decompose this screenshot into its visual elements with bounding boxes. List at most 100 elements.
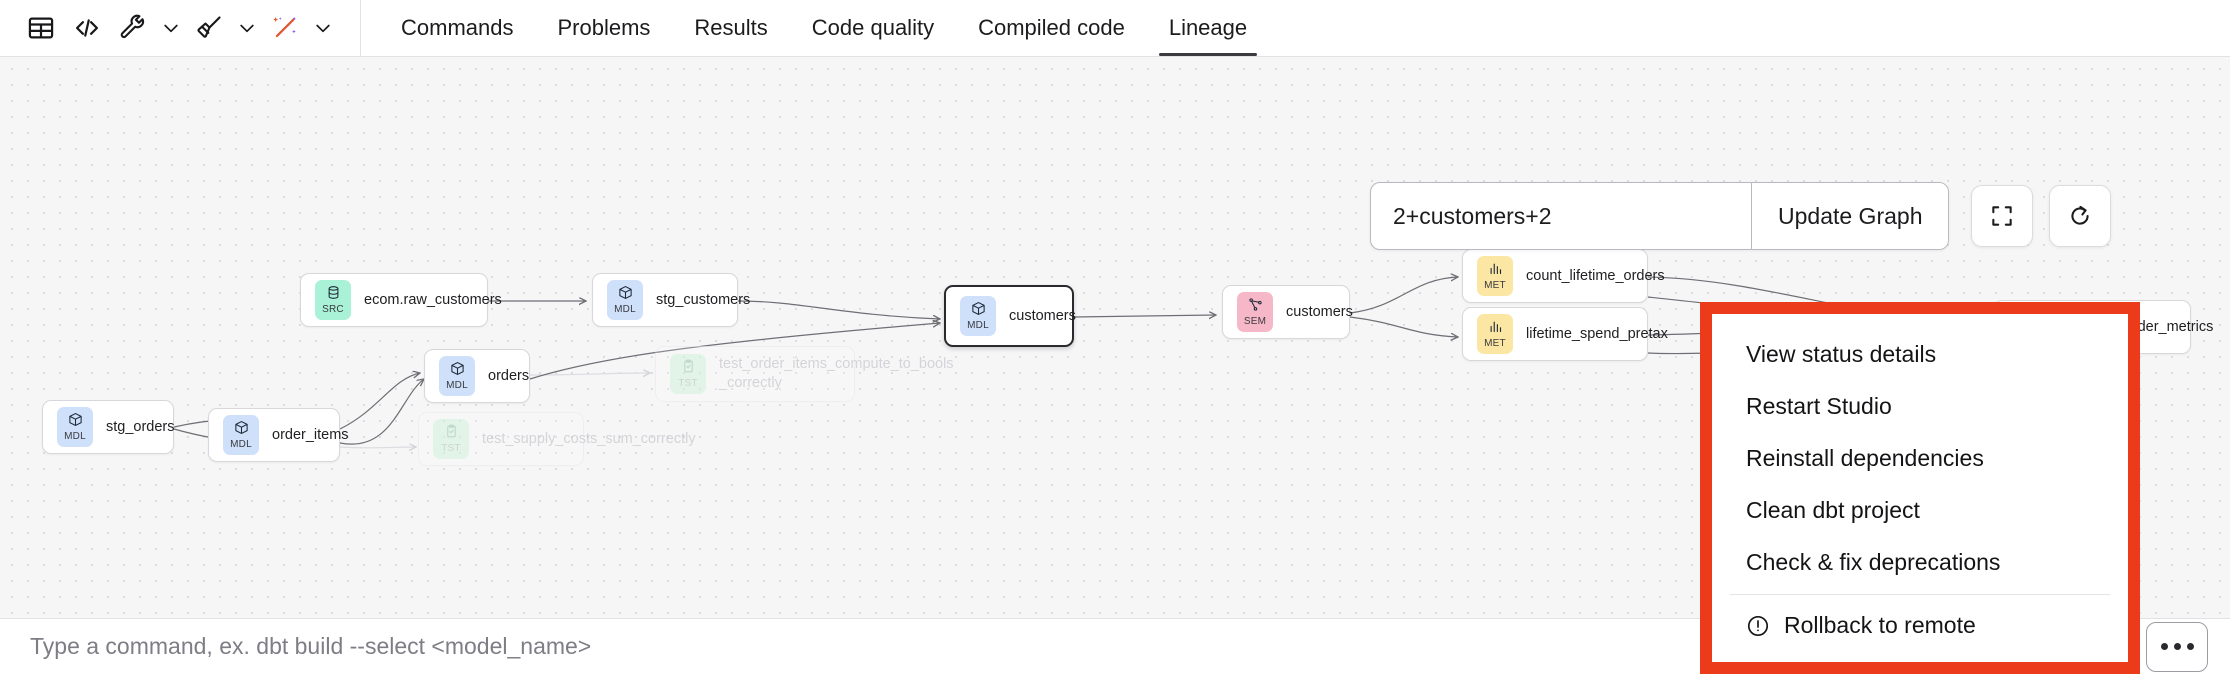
node-label: stg_orders — [106, 418, 175, 435]
database-icon — [326, 285, 341, 304]
graph-search-input[interactable] — [1371, 183, 1751, 249]
tab-problems[interactable]: Problems — [535, 0, 672, 56]
more-options-button[interactable] — [2146, 621, 2208, 672]
menu-item-clean-dbt-project[interactable]: Clean dbt project — [1712, 485, 2128, 537]
update-graph-button[interactable]: Update Graph — [1751, 183, 1949, 249]
test-icon — [444, 424, 459, 443]
node-label: count_lifetime_orders — [1526, 267, 1665, 284]
dot-icon — [2173, 643, 2181, 650]
chevron-down-icon[interactable] — [232, 5, 262, 51]
menu-item-label: Rollback to remote — [1784, 612, 1976, 639]
node-type-badge-met: MET — [1477, 314, 1513, 354]
chart-icon — [1488, 261, 1503, 280]
lineage-node-stg_customers[interactable]: MDL stg_customers — [592, 273, 750, 327]
editor-toolbar — [0, 0, 361, 57]
tab-compiled-code[interactable]: Compiled code — [956, 0, 1147, 56]
node-label: lifetime_spend_pretax — [1526, 325, 1668, 342]
node-type-label: MDL — [967, 320, 989, 331]
cube-icon — [68, 412, 83, 431]
ai-assist-menu[interactable] — [262, 5, 338, 51]
lineage-node-count_lifetime_orders[interactable]: MET count_lifetime_orders — [1462, 249, 1665, 303]
fullscreen-icon[interactable] — [1971, 185, 2034, 247]
tab-label: Code quality — [811, 15, 935, 40]
cube-icon — [450, 361, 465, 380]
format-menu[interactable] — [186, 5, 262, 51]
graph-controls: Update Graph — [1370, 182, 2112, 250]
tab-results[interactable]: Results — [672, 0, 789, 56]
lineage-edge — [339, 379, 424, 445]
node-type-badge-src: SRC — [315, 280, 351, 320]
broom-icon[interactable] — [186, 5, 232, 51]
tab-lineage[interactable]: Lineage — [1147, 0, 1269, 56]
node-type-badge-tst: TST — [670, 354, 706, 394]
node-type-label: TST — [441, 443, 461, 454]
menu-item-label: Restart Studio — [1746, 392, 1892, 419]
node-type-label: SRC — [322, 304, 344, 315]
node-label: orders — [488, 367, 530, 384]
refresh-icon[interactable] — [2049, 185, 2112, 247]
command-input[interactable] — [0, 633, 1927, 660]
node-type-badge-mdl: MDL — [223, 415, 259, 455]
tab-code-quality[interactable]: Code quality — [790, 0, 956, 56]
tab-bar: Commands Problems Results Code quality C… — [379, 0, 1269, 56]
tab-label: Compiled code — [978, 15, 1125, 40]
lineage-node-customers_mdl[interactable]: MDL customers — [944, 285, 1076, 347]
lineage-edge — [339, 373, 420, 430]
menu-item-check-fix-deprecations[interactable]: Check & fix deprecations — [1712, 537, 2128, 589]
toolbar-divider — [360, 0, 361, 57]
node-type-badge-tst: TST — [433, 419, 469, 459]
table-view-icon[interactable] — [18, 5, 64, 51]
tab-label: Commands — [401, 15, 514, 40]
dot-icon — [2160, 643, 2168, 650]
lineage-node-orders[interactable]: MDL orders — [424, 349, 530, 403]
node-type-badge-mdl: MDL — [607, 280, 643, 320]
cube-icon — [234, 420, 249, 439]
tab-commands[interactable]: Commands — [379, 0, 535, 56]
wrench-icon[interactable] — [110, 5, 156, 51]
dot-icon — [2186, 643, 2194, 650]
chart-icon — [1488, 319, 1503, 338]
menu-item-label: Reinstall dependencies — [1746, 444, 1984, 471]
code-icon[interactable] — [64, 5, 110, 51]
lineage-edge — [737, 300, 940, 319]
chevron-down-icon[interactable] — [156, 5, 186, 51]
alert-circle-icon — [1746, 614, 1770, 638]
lineage-edge — [1073, 315, 1216, 317]
menu-separator — [1730, 593, 2110, 595]
lineage-node-order_items[interactable]: MDL order_items — [208, 408, 349, 462]
node-label: stg_customers — [656, 291, 751, 308]
magic-wand-icon[interactable] — [262, 5, 308, 51]
node-type-badge-met: MET — [1477, 256, 1513, 296]
graph-search-group: Update Graph — [1370, 182, 1950, 250]
menu-item-reinstall-dependencies[interactable]: Reinstall dependencies — [1712, 432, 2128, 484]
menu-item-restart-studio[interactable]: Restart Studio — [1712, 380, 2128, 432]
menu-item-rollback-to-remote[interactable]: Rollback to remote — [1712, 600, 2128, 652]
lineage-edge — [1349, 316, 1458, 337]
node-type-label: MDL — [614, 304, 636, 315]
menu-item-view-status-details[interactable]: View status details — [1712, 328, 2128, 380]
lineage-edge — [339, 447, 416, 448]
test-icon — [681, 359, 696, 378]
node-type-label: TST — [678, 378, 698, 389]
cube-icon — [618, 285, 633, 304]
node-label: order_items — [272, 426, 349, 443]
node-type-badge-sem: SEM — [1237, 292, 1273, 332]
tools-menu[interactable] — [110, 5, 186, 51]
update-graph-label: Update Graph — [1778, 202, 1923, 229]
graph-view-buttons — [1971, 185, 2112, 247]
node-label: customers — [1009, 307, 1076, 324]
tab-label: Results — [694, 15, 768, 40]
node-type-badge-mdl: MDL — [439, 356, 475, 396]
menu-item-label: Check & fix deprecations — [1746, 549, 2001, 576]
tab-label: Problems — [557, 15, 651, 40]
lineage-node-lifetime_spend_pretax[interactable]: MET lifetime_spend_pretax — [1462, 307, 1668, 361]
node-type-label: MDL — [446, 380, 468, 391]
chevron-down-icon[interactable] — [308, 5, 338, 51]
